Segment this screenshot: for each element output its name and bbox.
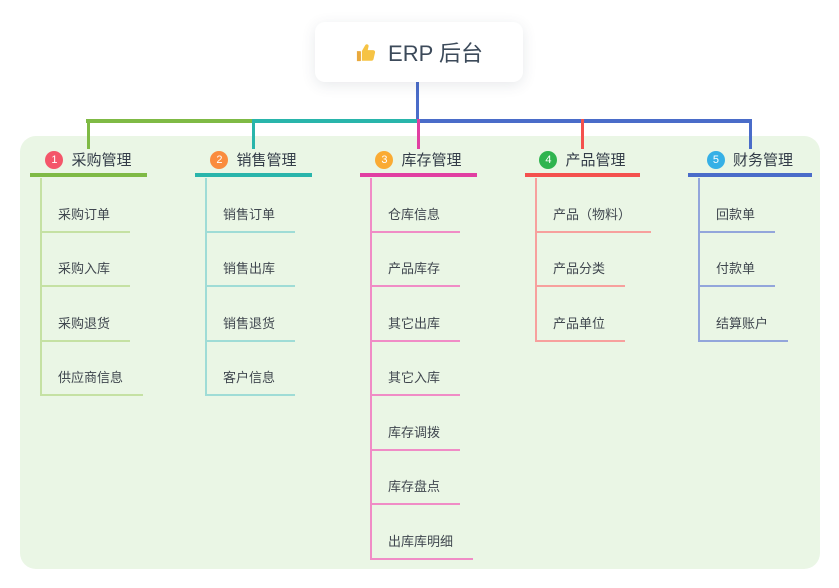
badge-5-icon: 5 [706, 150, 725, 169]
connector-drop-purchase [87, 119, 90, 149]
item-sales-return[interactable]: 销售退货 [207, 287, 296, 342]
connector-bus-right [418, 119, 751, 123]
branch-items-inventory: 仓库信息 产品库存 其它出库 其它入库 库存调拨 库存盘点 出库库明细 [370, 178, 474, 560]
item-purchase-return[interactable]: 采购退货 [42, 287, 143, 342]
item-outbound-detail[interactable]: 出库库明细 [372, 505, 474, 560]
branch-items-product: 产品（物料） 产品分类 产品单位 [535, 178, 652, 342]
item-product-category[interactable]: 产品分类 [537, 233, 651, 287]
badge-4-icon: 4 [539, 150, 558, 169]
item-receipt-bill[interactable]: 回款单 [700, 178, 788, 233]
connector-drop-product [581, 119, 584, 149]
connector-drop-sales [252, 119, 255, 149]
badge-3-icon: 3 [375, 150, 394, 169]
branch-header-inventory[interactable]: 3 库存管理 [360, 146, 477, 177]
item-settlement-account[interactable]: 结算账户 [700, 287, 789, 342]
branch-title: 产品管理 [565, 152, 626, 169]
item-product-unit[interactable]: 产品单位 [537, 287, 651, 342]
item-supplier-info[interactable]: 供应商信息 [42, 342, 144, 396]
branch-items-purchase: 采购订单 采购入库 采购退货 供应商信息 [40, 178, 144, 396]
item-payment-bill[interactable]: 付款单 [700, 233, 788, 287]
item-customer-info[interactable]: 客户信息 [207, 342, 296, 396]
branch-header-product[interactable]: 4 产品管理 [525, 146, 640, 177]
branch-header-purchase[interactable]: 1 采购管理 [30, 146, 147, 177]
item-other-inbound[interactable]: 其它入库 [372, 342, 473, 396]
item-purchase-order[interactable]: 采购订单 [42, 178, 143, 233]
item-stock-check[interactable]: 库存盘点 [372, 451, 473, 505]
item-product-stock[interactable]: 产品库存 [372, 233, 473, 287]
branch-header-sales[interactable]: 2 销售管理 [195, 146, 312, 177]
branch-items-finance: 回款单 付款单 结算账户 [698, 178, 789, 342]
badge-1-icon: 1 [45, 150, 64, 169]
branch-title: 销售管理 [236, 152, 297, 169]
connector-bus-purchase [86, 119, 253, 123]
item-warehouse-info[interactable]: 仓库信息 [372, 178, 473, 233]
connector-root-vertical [416, 82, 419, 120]
branch-items-sales: 销售订单 销售出库 销售退货 客户信息 [205, 178, 296, 396]
branch-title: 库存管理 [401, 152, 462, 169]
branch-title: 采购管理 [71, 152, 132, 169]
thumbs-up-icon [355, 41, 378, 64]
mindmap-panel [20, 136, 820, 569]
root-node[interactable]: ERP 后台 [315, 22, 523, 82]
item-sales-outbound[interactable]: 销售出库 [207, 233, 296, 287]
item-product-material[interactable]: 产品（物料） [537, 178, 652, 233]
item-stock-transfer[interactable]: 库存调拨 [372, 396, 473, 451]
item-purchase-inbound[interactable]: 采购入库 [42, 233, 143, 287]
root-title: ERP 后台 [388, 41, 483, 66]
connector-bus-sales [253, 119, 418, 123]
connector-drop-inventory [417, 119, 420, 149]
branch-title: 财务管理 [732, 152, 793, 169]
badge-2-icon: 2 [210, 150, 229, 169]
item-other-outbound[interactable]: 其它出库 [372, 287, 473, 342]
item-sales-order[interactable]: 销售订单 [207, 178, 296, 233]
connector-drop-finance [749, 119, 752, 149]
branch-header-finance[interactable]: 5 财务管理 [688, 146, 812, 177]
